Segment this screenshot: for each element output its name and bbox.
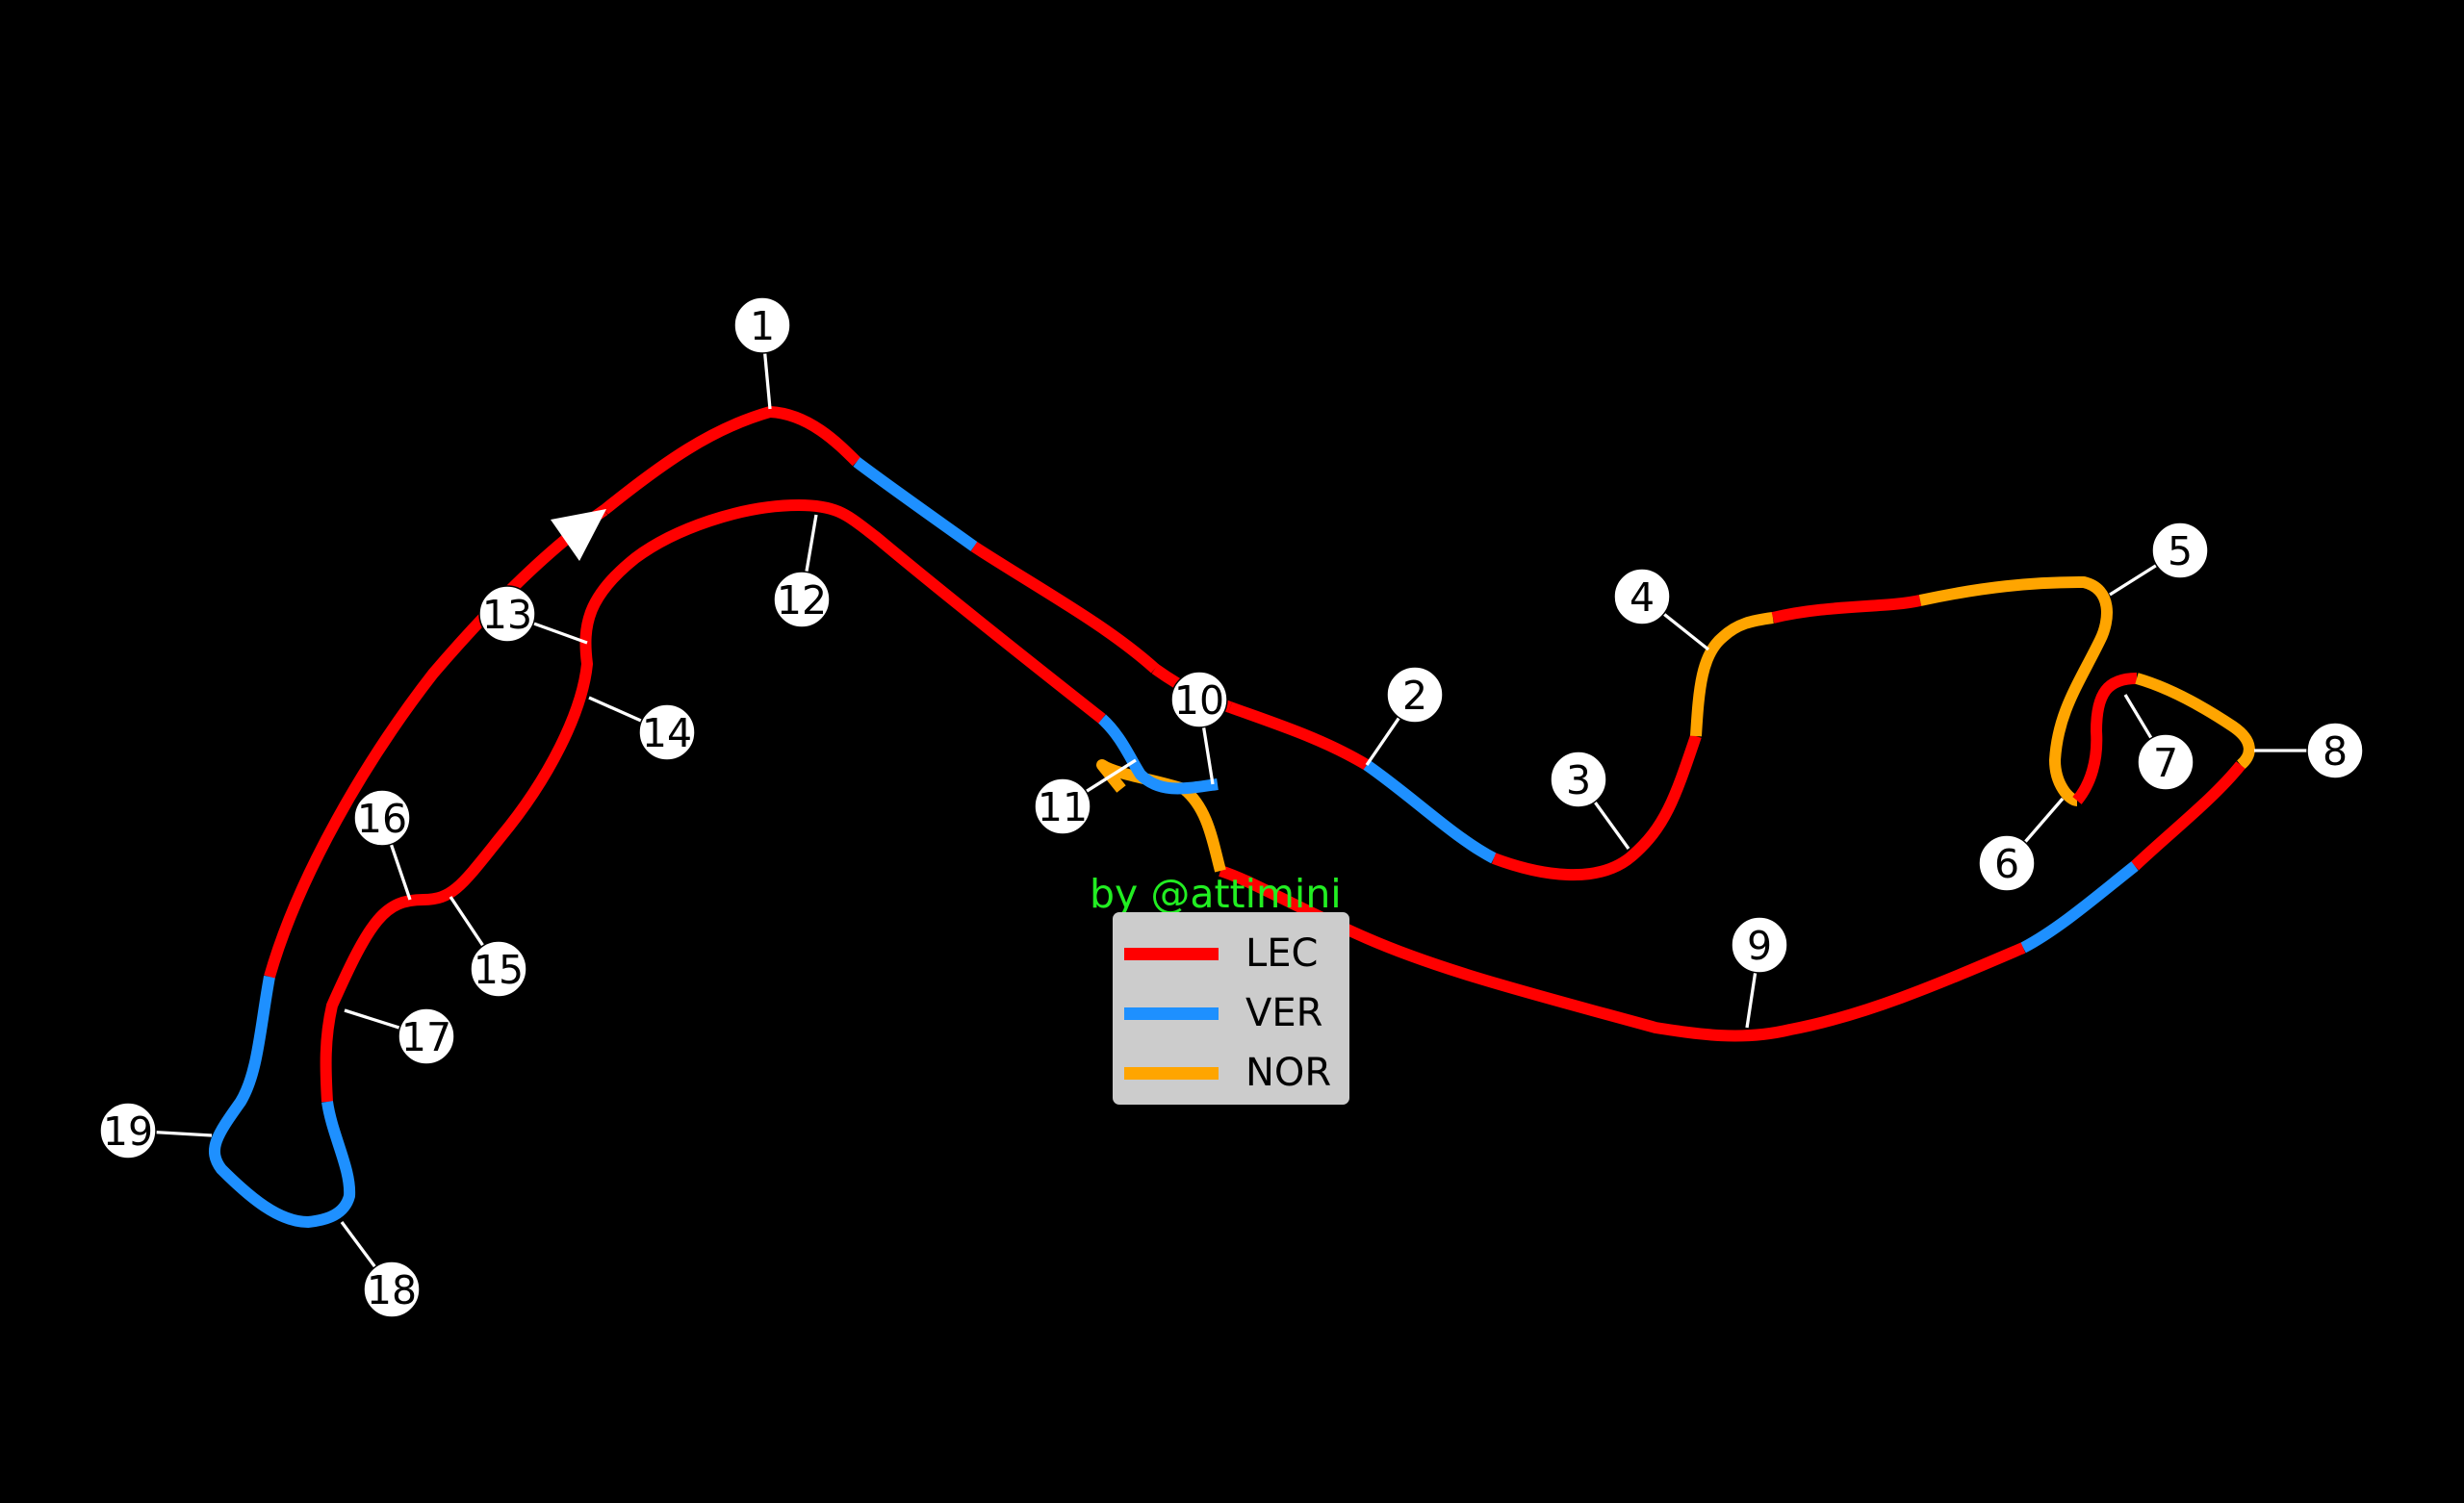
corner-marker-8: 8 (2306, 722, 2364, 779)
track-segment-lec (1227, 701, 1371, 771)
track-segment-lec (601, 406, 861, 515)
corner-circle-16 (353, 789, 411, 847)
corner-label-13: 13 (482, 592, 532, 638)
corner-label-8: 8 (2323, 728, 2348, 775)
corner-circle-3 (1550, 751, 1607, 808)
corner-marker-6: 6 (1978, 834, 2036, 892)
corner-marker-11: 11 (1034, 777, 1091, 835)
corner-circle-18 (363, 1261, 421, 1318)
corner-label-3: 3 (1566, 757, 1591, 803)
legend-item-lec: LEC (1113, 924, 1349, 983)
legend: LEC VER NOR (1113, 912, 1349, 1105)
corner-label-9: 9 (1747, 923, 1772, 969)
legend-item-ver: VER (1113, 983, 1349, 1043)
corner-circle-6 (1978, 834, 2036, 892)
legend-label-lec: LEC (1245, 931, 1319, 976)
legend-label-ver: VER (1245, 991, 1323, 1035)
corner-label-15: 15 (474, 947, 524, 993)
legend-swatch-nor (1124, 1066, 1219, 1080)
corner-label-14: 14 (642, 710, 692, 756)
track-segment-nor (2135, 673, 2255, 770)
track-segment-lec (1491, 734, 1702, 881)
corner-circle-17 (398, 1007, 455, 1065)
corner-label-6: 6 (1994, 841, 2019, 887)
corner-marker-9: 9 (1731, 916, 1788, 974)
corner-label-10: 10 (1174, 677, 1224, 724)
corner-label-17: 17 (401, 1014, 451, 1060)
track-segment-ver (208, 975, 356, 1228)
legend-item-nor: NOR (1113, 1043, 1349, 1103)
corner-marker-4: 4 (1613, 568, 1671, 625)
legend-swatch-ver (1124, 1006, 1219, 1020)
corner-label-11: 11 (1038, 784, 1088, 830)
corner-marker-13: 13 (478, 585, 536, 643)
corner-circle-14 (638, 703, 696, 761)
legend-label-nor: NOR (1245, 1051, 1332, 1095)
corner-marker-2: 2 (1386, 666, 1444, 724)
corner-circle-12 (773, 571, 831, 628)
corner-marker-5: 5 (2151, 522, 2209, 579)
track-segment-lec (1771, 595, 1922, 624)
corner-label-16: 16 (357, 796, 407, 842)
corner-circle-19 (99, 1102, 157, 1159)
track-segment-lec (970, 541, 1160, 674)
corner-label-4: 4 (1630, 574, 1655, 621)
corner-label-7: 7 (2153, 740, 2178, 786)
corner-circle-9 (1731, 916, 1788, 974)
track-segment-ver (853, 457, 978, 551)
track-segment-lec (320, 499, 1106, 1103)
corner-marker-17: 17 (398, 1007, 455, 1065)
corner-circle-11 (1034, 777, 1091, 835)
track-segment-ver (2020, 861, 2139, 954)
corner-label-5: 5 (2168, 528, 2193, 574)
track-segment-nor (1918, 576, 2113, 806)
corner-circle-8 (2306, 722, 2364, 779)
corner-marker-18: 18 (363, 1261, 421, 1318)
corner-leaders (127, 324, 2335, 1290)
corner-label-1: 1 (750, 303, 775, 349)
corner-marker-19: 19 (99, 1102, 157, 1159)
corner-marker-10: 10 (1170, 671, 1228, 728)
corner-circle-13 (478, 585, 536, 643)
track-segment-ver (1097, 714, 1219, 795)
corner-marker-7: 7 (2137, 733, 2194, 791)
corner-circle-10 (1170, 671, 1228, 728)
track-segment-nor (1690, 612, 1774, 737)
arrow-icon (551, 509, 606, 561)
corner-marker-1: 1 (733, 296, 791, 354)
corner-circle-15 (470, 940, 527, 998)
track-segment-lec (2072, 673, 2138, 804)
credit-text: by @attimini (1090, 871, 1342, 917)
corner-label-18: 18 (367, 1267, 417, 1313)
corner-circle-4 (1613, 568, 1671, 625)
corner-circle-7 (2137, 733, 2194, 791)
corner-marker-15: 15 (470, 940, 527, 998)
track-segment-lec (264, 505, 608, 979)
legend-swatch-lec (1124, 947, 1219, 960)
track-segment-lec (2130, 761, 2246, 871)
corner-marker-12: 12 (773, 571, 831, 628)
corner-circle-1 (733, 296, 791, 354)
corner-circle-2 (1386, 666, 1444, 724)
track-segment-ver (1363, 760, 1497, 864)
corner-marker-3: 3 (1550, 751, 1607, 808)
corner-label-2: 2 (1402, 673, 1427, 719)
corner-label-19: 19 (103, 1108, 153, 1155)
corner-label-12: 12 (777, 577, 827, 624)
corner-circle-5 (2151, 522, 2209, 579)
corner-marker-16: 16 (353, 789, 411, 847)
corner-marker-14: 14 (638, 703, 696, 761)
